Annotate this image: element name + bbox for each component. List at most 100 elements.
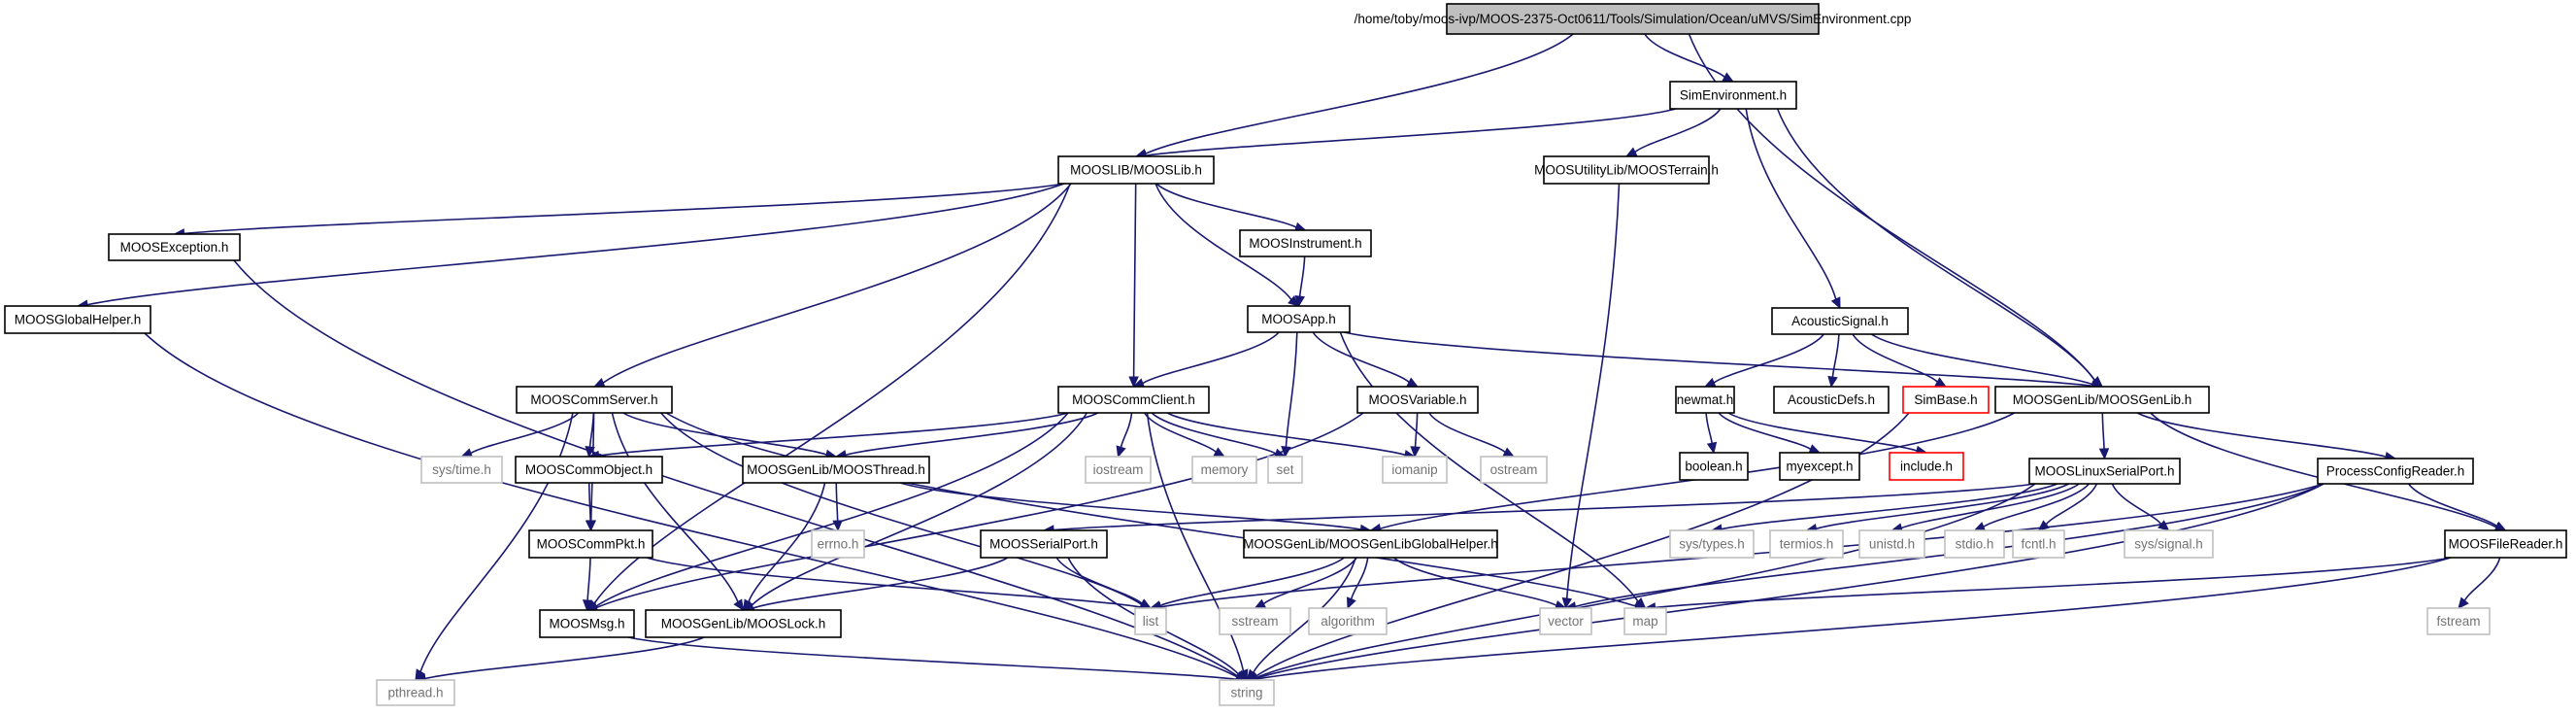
edge-arrowhead [1706,441,1718,455]
node-moosapp[interactable]: MOOSApp.h [1247,305,1351,333]
node-label: MOOSMsg.h [549,617,624,631]
node-label: /home/toby/moos-ivp/MOOS-2375-Oct0611/To… [1355,12,1912,26]
edge-arrowhead [1139,598,1153,609]
edge-line [835,482,839,522]
edge-line [2136,412,2387,459]
node-acousticdefs[interactable]: AcousticDefs.h [1773,386,1890,414]
node-exception[interactable]: MOOSException.h [108,233,241,261]
node-label: fstream [2436,614,2480,629]
edge-arrowhead [585,445,595,459]
node-commclient[interactable]: MOOSCommClient.h [1057,386,1210,414]
node-moosmsg[interactable]: MOOSMsg.h [539,609,635,638]
node-label: newmat.h [1677,392,1734,407]
node-label: MOOSGenLib/MOOSLock.h [661,617,826,631]
node-systypes: sys/types.h [1669,529,1755,559]
node-genlib[interactable]: MOOSGenLib/MOOSGenLib.h [1994,386,2210,414]
edge-genlib-to-processconfig [2136,412,2397,462]
node-box [1858,529,1925,559]
edge-arrowhead [585,520,596,532]
node-moosthread[interactable]: MOOSGenLib/MOOSThread.h [742,456,930,484]
node-commserver[interactable]: MOOSCommServer.h [516,386,673,414]
node-label: string [1230,686,1262,700]
node-moosvariable[interactable]: MOOSVariable.h [1356,386,1479,414]
edge-line [2101,412,2105,450]
node-label: set [1276,462,1293,477]
node-commpkt[interactable]: MOOSCommPkt.h [528,529,653,559]
edge-arrowhead [2458,596,2469,609]
node-instrument[interactable]: MOOSInstrument.h [1239,229,1372,257]
edge-line [1816,483,2070,530]
edge-line [611,412,739,602]
node-linuxserial[interactable]: MOOSLinuxSerialPort.h [2028,458,2181,485]
edge-acoustic-to-newmat [1703,333,1824,388]
edge-arrowhead [1406,377,1420,388]
edge-arrowhead [1128,376,1139,389]
edge-linuxserial-to-serialport [1042,483,2036,535]
node-label: SimBase.h [1914,392,1977,407]
node-label: MOOSCommClient.h [1072,392,1195,407]
edge-newmat-to-boolean [1705,412,1718,455]
node-label: MOOSSerialPort.h [989,537,1098,552]
edge-line [1155,183,1297,228]
edge-layer [76,33,2507,685]
node-box [1994,386,2210,414]
node-filereader[interactable]: MOOSFileReader.h [2444,529,2567,559]
node-label: iostream [1093,462,1144,477]
node-boolean[interactable]: boolean.h [1679,452,1749,481]
node-syssignal: sys/signal.h [2124,529,2214,559]
node-box [2012,529,2065,559]
node-label: AcousticDefs.h [1788,392,1875,407]
node-box [2444,529,2567,559]
edge-line [1745,108,1837,300]
edge-line [1655,557,2452,609]
node-simbase: SimBase.h [1902,386,1990,414]
node-processconfig[interactable]: ProcessConfigReader.h [2317,458,2474,485]
node-genlibhelper[interactable]: MOOSGenLib/MOOSGenLibGlobalHelper.h [1243,529,1498,559]
node-box [1623,607,1667,635]
node-terrain[interactable]: MOOSUtilityLib/MOOSTerrain.h [1534,155,1719,185]
edge-line [1055,557,1143,604]
node-label: memory [1201,462,1249,477]
node-globalhelper[interactable]: MOOSGlobalHelper.h [4,305,151,334]
edge-line [1146,412,1245,671]
node-acoustic[interactable]: AcousticSignal.h [1771,307,1909,335]
node-label: map [1632,614,1657,629]
edge-arrowhead [1934,377,1948,388]
edge-line [595,412,1364,609]
node-unistd: unistd.h [1858,529,1925,559]
node-myexcept[interactable]: myexcept.h [1779,452,1860,481]
node-label: fcntl.h [2021,537,2056,552]
edge-line [1053,483,2036,531]
edge-genlibhelper-to-algorithm [1346,557,1369,610]
edge-line [660,412,1143,605]
node-serialport[interactable]: MOOSSerialPort.h [980,529,1108,559]
node-mooslib[interactable]: MOOSLIB/MOOSLib.h [1057,155,1215,185]
node-mooslock[interactable]: MOOSGenLib/MOOSLock.h [645,609,842,638]
node-box [2028,458,2181,485]
edge-processconfig-to-filereader [2407,483,2507,531]
node-newmat[interactable]: newmat.h [1675,386,1735,414]
edge-genlibhelper-to-sstream [1254,557,1357,609]
node-label: MOOSGlobalHelper.h [15,313,142,327]
edge-genlib-to-linuxserial [2098,412,2110,460]
edge-line [622,412,827,456]
node-box [1679,452,1749,481]
node-errno: errno.h [811,529,865,559]
edge-line [2045,483,2098,526]
edge-line [1343,331,2093,388]
edge-commclient-to-moosthread [834,412,1099,460]
node-box [1308,607,1388,635]
node-box [528,529,653,559]
edge-simenv-to-genlib [1776,108,2103,388]
edge-line [1852,333,1938,383]
node-label: include.h [1900,460,1953,474]
edge-linuxserial-to-systypes [1710,483,2058,534]
edge-line [753,557,1009,609]
node-commobject[interactable]: MOOSCommObject.h [515,456,663,484]
edge-line [1870,333,2093,386]
node-simenv[interactable]: SimEnvironment.h [1669,81,1797,110]
node-include: include.h [1889,452,1964,481]
edge-moosvariable-to-moosmsg [585,412,1364,613]
node-box [1539,607,1592,635]
edge-newmat-to-include [1727,412,1928,457]
